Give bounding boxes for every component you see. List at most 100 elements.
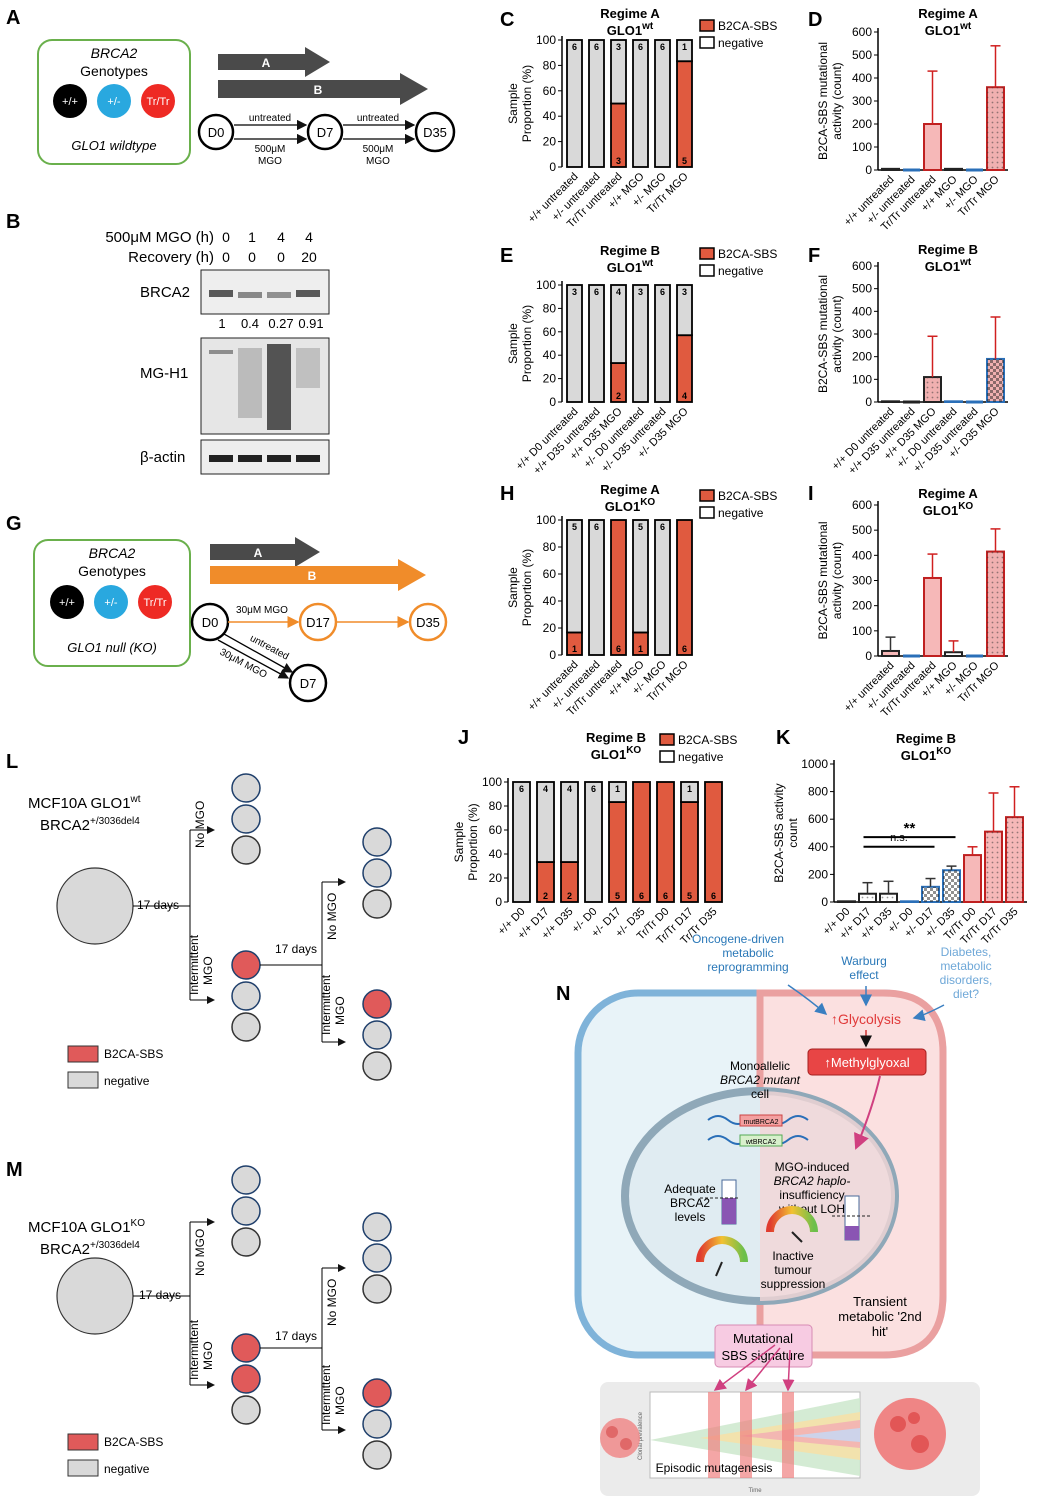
chart-subtitle: GLO1wt bbox=[925, 257, 972, 274]
chart-f: Regime BGLO1wt0100200300400500600B2CA-SB… bbox=[816, 242, 1008, 477]
count-label-neg: 4 bbox=[616, 287, 621, 297]
chart-subtitle: GLO1wt bbox=[607, 21, 654, 38]
ko-node-d0: D0 bbox=[202, 615, 219, 630]
bar-negative bbox=[560, 781, 579, 863]
legend-neg: negative bbox=[678, 750, 724, 764]
l-branch-int1b: Intermittent bbox=[319, 974, 333, 1035]
panel-l: L MCF10A GLO1wt BRCA2+/3036del4 17 days … bbox=[6, 751, 392, 1089]
chart-i: Regime AGLO1KO0100200300400500600B2CA-SB… bbox=[816, 486, 1008, 719]
y-tick-label: 300 bbox=[852, 327, 872, 341]
y-tick-label: 200 bbox=[852, 117, 872, 131]
legend-swatch-neg bbox=[699, 36, 715, 49]
edge-mgo-2a: 500μM bbox=[363, 144, 394, 155]
l-legend-neg: negative bbox=[104, 1074, 150, 1088]
legend-swatch-pos bbox=[699, 247, 715, 260]
node-d35-label: D35 bbox=[423, 125, 447, 140]
n-adequate3: levels bbox=[675, 1210, 706, 1224]
y-tick-label: 20 bbox=[543, 621, 557, 635]
n-mgo: ↑Methylglyoxal bbox=[824, 1055, 909, 1070]
mgo-v3: 4 bbox=[305, 229, 313, 245]
count-label-pos: 6 bbox=[663, 891, 668, 901]
bar bbox=[881, 649, 900, 658]
edge-untreated-1: untreated bbox=[249, 113, 291, 124]
y-tick-label: 600 bbox=[852, 259, 872, 273]
ko-edge-orange: 30μM MGO bbox=[236, 605, 288, 616]
bar-pattern bbox=[943, 870, 960, 902]
bar-pattern bbox=[922, 886, 939, 902]
m-legend-neg: negative bbox=[104, 1462, 150, 1476]
box-sub-ko: Genotypes bbox=[78, 563, 146, 579]
count-label-neg: 6 bbox=[594, 522, 599, 532]
bar-negative bbox=[566, 284, 583, 403]
bar bbox=[944, 167, 963, 172]
quant-1: 0.4 bbox=[241, 316, 259, 331]
n-warburg2: effect bbox=[849, 968, 879, 982]
n-sig1: Mutational bbox=[733, 1331, 793, 1346]
y-tick-label: 600 bbox=[852, 498, 872, 512]
bar-negative bbox=[654, 284, 671, 403]
n-cell2: BRCA2 mutant bbox=[720, 1073, 801, 1087]
ko-geno-1: +/- bbox=[104, 597, 117, 609]
y-tick-label: 400 bbox=[852, 304, 872, 318]
bar bbox=[944, 651, 963, 657]
bar-pattern bbox=[924, 377, 941, 402]
y-axis-label: SampleProportion (%) bbox=[506, 65, 534, 142]
count-label-neg: 6 bbox=[638, 42, 643, 52]
y-tick-label: 0 bbox=[495, 895, 502, 909]
count-label-neg: 6 bbox=[591, 784, 596, 794]
bar-positive bbox=[610, 519, 627, 656]
bar-negative bbox=[566, 39, 583, 168]
quant-0: 1 bbox=[218, 316, 225, 331]
bar-negative bbox=[676, 284, 693, 337]
bar-negative bbox=[588, 519, 605, 656]
count-label-neg: 6 bbox=[594, 42, 599, 52]
count-label-pos: 2 bbox=[616, 391, 621, 401]
panel-letter-i: I bbox=[808, 483, 814, 505]
genotype-wt-circle bbox=[53, 84, 87, 118]
n-diab4: diet? bbox=[953, 987, 979, 1001]
chart-subtitle: GLO1KO bbox=[901, 746, 952, 763]
ko-node-d7: D7 bbox=[300, 676, 317, 691]
l-branch-int2: MGO bbox=[201, 956, 215, 985]
bar-pattern bbox=[987, 358, 1004, 402]
quant-2: 0.27 bbox=[268, 316, 293, 331]
y-tick-label: 0 bbox=[549, 160, 556, 174]
m-step2: 17 days bbox=[275, 1329, 317, 1343]
chart-title: Regime A bbox=[918, 6, 978, 21]
bar-negative bbox=[680, 781, 699, 803]
count-label-neg: 1 bbox=[687, 784, 692, 794]
bar-pattern bbox=[987, 87, 1004, 170]
bar-positive bbox=[676, 519, 693, 656]
edge-mgo-1b: MGO bbox=[258, 156, 282, 167]
count-label-pos: 3 bbox=[616, 156, 621, 166]
y-tick-label: 0 bbox=[865, 163, 872, 177]
genotype-het-circle bbox=[97, 84, 131, 118]
y-tick-label: 500 bbox=[852, 48, 872, 62]
n-adequate1: Adequate bbox=[664, 1182, 716, 1196]
node-d35 bbox=[414, 111, 456, 153]
ko-node-d17: D17 bbox=[306, 615, 330, 630]
bar-negative bbox=[632, 39, 649, 168]
legend-swatch-pos bbox=[699, 489, 715, 502]
bar-pattern bbox=[880, 893, 897, 902]
mgo-v1: 1 bbox=[248, 229, 256, 245]
bar-negative bbox=[654, 519, 671, 656]
legend-pos: B2CA-SBS bbox=[678, 733, 737, 747]
m-branch-int2: MGO bbox=[201, 1341, 215, 1370]
sig-label-star: ** bbox=[904, 820, 916, 837]
edge-untreated-2: untreated bbox=[357, 113, 399, 124]
panel-g: G BRCA2 Genotypes +/+ +/- Tr/Tr GLO1 nul… bbox=[6, 513, 448, 703]
bar-positive bbox=[656, 781, 675, 903]
count-label-neg: 4 bbox=[543, 784, 548, 794]
regime-b-arrow bbox=[218, 73, 428, 105]
n-transient1: Transient bbox=[853, 1294, 907, 1309]
bar-pattern bbox=[1006, 817, 1023, 902]
bar-negative bbox=[610, 39, 627, 105]
panel-m: M MCF10A GLO1KO BRCA2+/3036del4 17 days … bbox=[6, 1159, 392, 1477]
panel-letter-f: F bbox=[808, 245, 820, 267]
count-label-pos: 2 bbox=[567, 891, 572, 901]
l-step2: 17 days bbox=[275, 942, 317, 956]
genotype-het-label: +/- bbox=[107, 96, 120, 108]
